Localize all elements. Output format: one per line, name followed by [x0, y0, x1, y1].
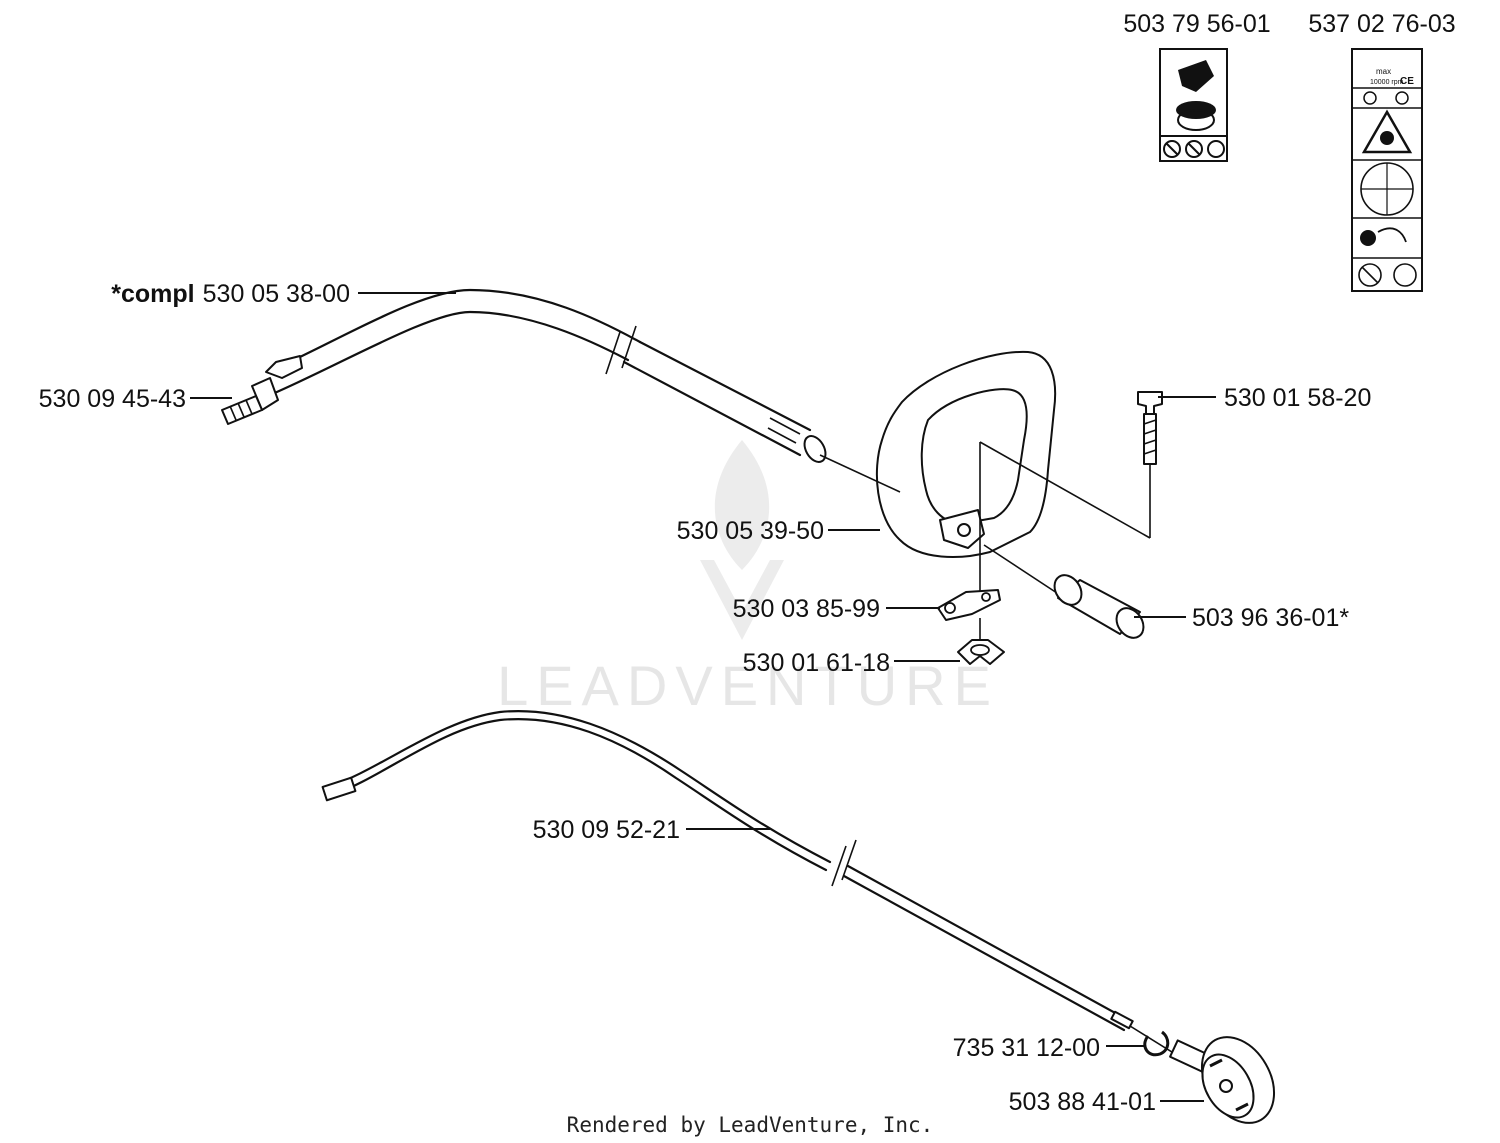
- label-handle[interactable]: 530 05 39-50: [677, 517, 824, 545]
- decal-ce-text: CE: [1400, 76, 1414, 87]
- label-drive-disc[interactable]: 503 88 41-01: [1009, 1088, 1156, 1116]
- decal-2-label: 537 02 76-03: [1308, 10, 1455, 38]
- label-drive-shaft[interactable]: 530 09 52-21: [533, 816, 680, 844]
- label-sleeve[interactable]: 503 96 36-01*: [1192, 604, 1349, 632]
- flame-logo-watermark: [714, 440, 770, 570]
- loop-handle: [819, 350, 1151, 600]
- label-shaft-complete-number: 530 05 38-00: [203, 280, 350, 308]
- decal-2: max 10000 rpm CE: [1351, 48, 1423, 292]
- label-shaft-complete-prefix: *compl: [111, 280, 194, 308]
- screw-part: [1137, 391, 1163, 465]
- watermark-text: LEADVENTURE: [497, 654, 999, 717]
- warning-triangle-icon: [1361, 109, 1413, 154]
- wing-nut-part: [957, 618, 1005, 665]
- label-clip[interactable]: 735 31 12-00: [953, 1034, 1100, 1062]
- bracket-part: [937, 589, 1001, 621]
- decal-rpm-text: 10000 rpm: [1370, 79, 1404, 86]
- drive-shaft-assembly: [321, 710, 1189, 1063]
- label-shaft-complete[interactable]: *compl 530 05 38-00: [111, 280, 350, 308]
- decal-1: [1159, 48, 1228, 162]
- sleeve-part: [1053, 574, 1145, 639]
- decal-max-text: max: [1376, 67, 1391, 76]
- footer-credit: Rendered by LeadVenture, Inc.: [567, 1113, 934, 1137]
- label-fitting[interactable]: 530 09 45-43: [39, 385, 186, 413]
- drive-disc-part: [1169, 1036, 1276, 1124]
- label-wing-nut[interactable]: 530 01 61-18: [743, 649, 890, 677]
- clip-part: [1143, 1030, 1170, 1057]
- watermark-logo: LEADVENTURE: [497, 440, 999, 717]
- label-bracket[interactable]: 530 03 85-99: [733, 595, 880, 623]
- chevron-watermark-icon: [700, 560, 784, 640]
- label-screw[interactable]: 530 01 58-20: [1224, 384, 1371, 412]
- no-entry-icon: [1361, 266, 1379, 284]
- upper-shaft-tube: [221, 288, 827, 463]
- decal-1-label: 503 79 56-01: [1123, 10, 1270, 38]
